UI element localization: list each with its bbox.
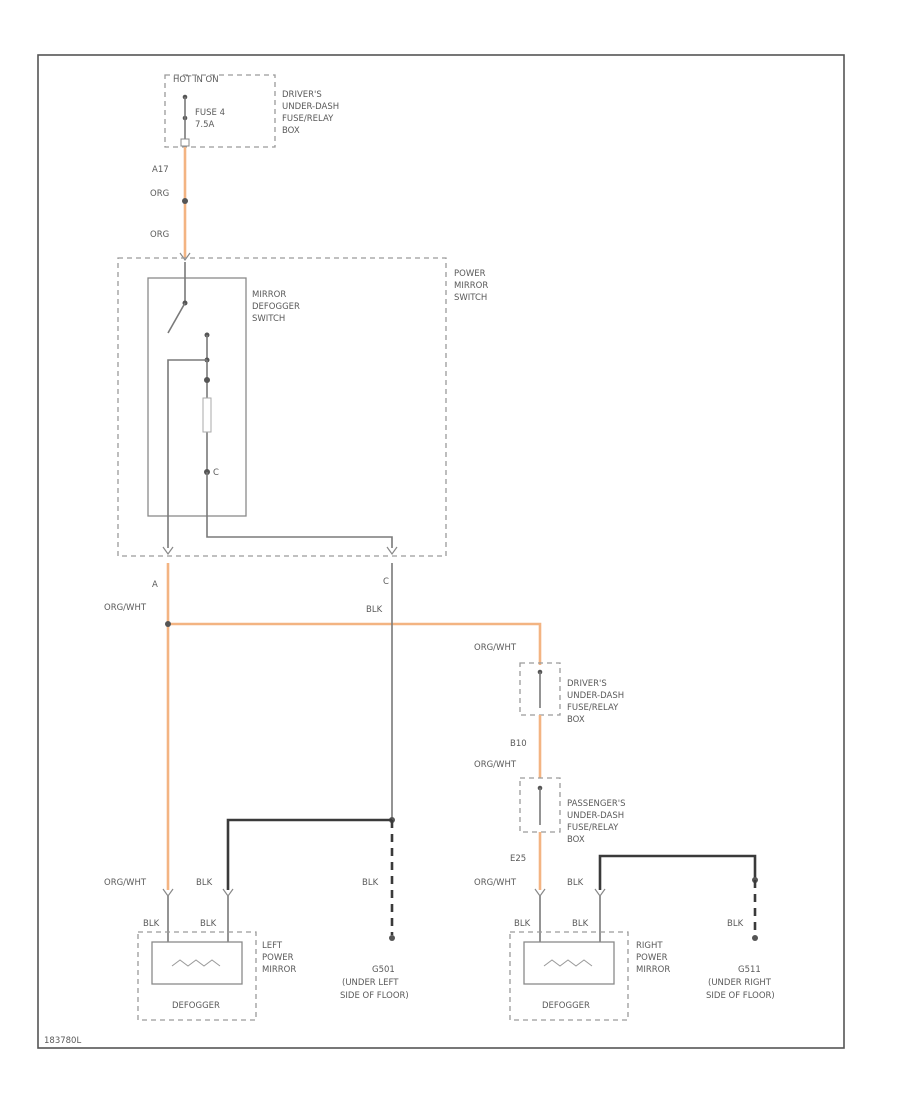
dsw-title-3: SWITCH <box>252 314 285 324</box>
lm-name-1: LEFT <box>262 941 283 951</box>
rm-element: DEFOGGER <box>542 1001 590 1011</box>
rm-name-1: RIGHT <box>636 941 663 951</box>
pms-title-2: MIRROR <box>454 281 488 291</box>
rfb1-loc-2: UNDER-DASH <box>567 691 624 701</box>
wire-label-e25: E25 <box>510 854 526 864</box>
lm-name-3: MIRROR <box>262 965 296 975</box>
wire-org-wht-right <box>168 622 542 665</box>
g501-name-1: G501 <box>372 965 395 975</box>
rfb1-loc-1: DRIVER'S <box>567 679 607 689</box>
lm-wire-c: BLK <box>143 919 160 929</box>
switch-node-2 <box>204 377 210 383</box>
g501-name-3: SIDE OF FLOOR) <box>340 991 409 1001</box>
fuse-box-top <box>164 74 276 148</box>
g511-name-1: G511 <box>738 965 761 975</box>
connector-c-chevron-icon <box>386 546 398 556</box>
indicator-resistor-icon <box>202 397 212 433</box>
rfb2-loc-2: UNDER-DASH <box>567 811 624 821</box>
rm-name-3: MIRROR <box>636 965 670 975</box>
rfb2-loc-3: FUSE/RELAY <box>567 823 619 833</box>
g511-name-3: SIDE OF FLOOR) <box>706 991 775 1001</box>
rfb2-loc-4: BOX <box>567 835 585 845</box>
fuse-box-loc-1: DRIVER'S <box>282 90 322 100</box>
pms-title-1: POWER <box>454 269 486 279</box>
pin-a-label: A <box>152 580 158 590</box>
right-defogger-element <box>523 941 615 985</box>
diagram-frame <box>37 54 845 1049</box>
rfb1-loc-3: FUSE/RELAY <box>567 703 619 713</box>
lm-name-2: POWER <box>262 953 294 963</box>
rm-connector-a-icon <box>534 888 546 898</box>
figure-id: 183780L <box>44 1036 81 1046</box>
rm-wire-b: BLK <box>567 878 584 888</box>
left-heater-grid-icon <box>171 959 221 967</box>
rfb2-loc-1: PASSENGER'S <box>567 799 626 809</box>
connector-chevron-icon <box>179 252 191 262</box>
dsw-title-1: MIRROR <box>252 290 286 300</box>
rm-wire-c: BLK <box>514 919 531 929</box>
ground-g501-symbol <box>389 935 395 941</box>
splice-org-wht <box>165 621 171 627</box>
left-mirror-box <box>137 931 257 1021</box>
wire-label-blk: BLK <box>366 605 383 615</box>
power-mirror-switch-box <box>117 257 447 557</box>
pms-title-3: SWITCH <box>454 293 487 303</box>
left-defogger-element <box>151 941 243 985</box>
splice-dot <box>182 198 188 204</box>
wire-label-org-lower: ORG <box>150 230 169 240</box>
rm-wire-d: BLK <box>572 919 589 929</box>
ground-return-wire <box>206 472 393 548</box>
pin-c-label: C <box>383 577 389 587</box>
fuse-connector-icon <box>180 138 190 147</box>
lm-wire-a: ORG/WHT <box>104 878 147 888</box>
rm-name-2: POWER <box>636 953 668 963</box>
wire-label-right-1: ORG/WHT <box>474 643 517 653</box>
right-ground-wire: BLK <box>727 919 744 929</box>
lm-wire-d: BLK <box>200 919 217 929</box>
fuse-box-loc-4: BOX <box>282 126 300 136</box>
connector-a-chevron-icon <box>162 546 174 556</box>
inner-pin-c: C <box>213 468 219 478</box>
fuse-box-loc-2: UNDER-DASH <box>282 102 339 112</box>
switch-blade <box>167 302 186 334</box>
lm-element: DEFOGGER <box>172 1001 220 1011</box>
wire-label-b10: B10 <box>510 739 527 749</box>
left-ground-wire: BLK <box>362 878 379 888</box>
wire-label-org-wht: ORG/WHT <box>104 603 147 613</box>
switch-output-wire <box>167 359 207 548</box>
fuse-box-header: HOT IN ON <box>173 75 219 85</box>
fuse-name: FUSE 4 <box>195 108 225 118</box>
right-fuse-box-2 <box>519 777 561 833</box>
right-heater-grid-icon <box>543 959 593 967</box>
rm-connector-b-icon <box>594 888 606 898</box>
wire-label-right-2: ORG/WHT <box>474 760 517 770</box>
fuse-rating: 7.5A <box>195 120 215 130</box>
terminal-a17: A17 <box>152 165 169 175</box>
ground-g511-symbol <box>752 935 758 941</box>
wire-blk-right-mirror <box>598 854 757 890</box>
rm-wire-a: ORG/WHT <box>474 878 517 888</box>
dsw-title-2: DEFOGGER <box>252 302 300 312</box>
defogger-switch-box <box>147 277 247 517</box>
rfb1-loc-4: BOX <box>567 715 585 725</box>
lm-wire-b: BLK <box>196 878 213 888</box>
lm-connector-a-icon <box>162 888 174 898</box>
g501-name-2: (UNDER LEFT <box>342 978 399 988</box>
g511-name-2: (UNDER RIGHT <box>708 978 772 988</box>
right-mirror-box <box>509 931 629 1021</box>
lm-connector-b-icon <box>222 888 234 898</box>
wire-label-org-upper: ORG <box>150 189 169 199</box>
wire-blk-left-mirror <box>226 818 392 890</box>
fuse-box-loc-3: FUSE/RELAY <box>282 114 334 124</box>
